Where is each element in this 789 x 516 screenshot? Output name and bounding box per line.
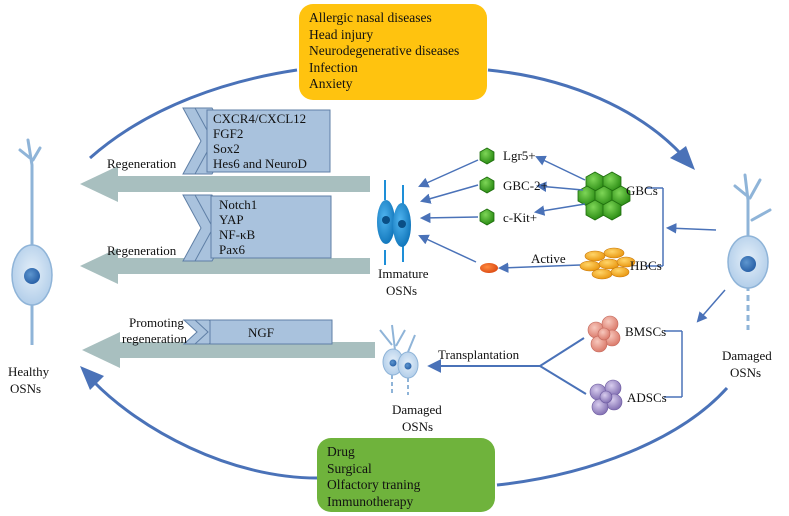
treatment-item: Olfactory traning bbox=[327, 477, 421, 492]
active-label: Active bbox=[531, 251, 566, 266]
big-arrow-2 bbox=[80, 248, 370, 284]
damaged-center-label-1: Damaged bbox=[392, 402, 442, 417]
marker-cell-lgr5 bbox=[479, 147, 495, 165]
immature-cells-illustration bbox=[377, 180, 411, 265]
transplantation-arrows bbox=[427, 337, 587, 395]
damaged-right-label-1: Damaged bbox=[722, 348, 772, 363]
damaged-center-label-2: OSNs bbox=[402, 419, 434, 434]
hbcs-label: HBCs bbox=[630, 258, 662, 273]
healthy-label-2: OSNs bbox=[10, 381, 42, 396]
pathway1-factors: CXCR4/CXCL12 FGF2 Sox2 Hes6 and NeuroD bbox=[213, 111, 307, 171]
treatment-item: Immunotherapy bbox=[327, 493, 414, 509]
marker-label-lgr5: Lgr5+ bbox=[503, 148, 536, 163]
factor-label: NF-κB bbox=[219, 227, 256, 242]
transplantation-label: Transplantation bbox=[438, 347, 520, 362]
causes-box: Allergic nasal diseases Head injury Neur… bbox=[299, 4, 487, 100]
cycle-arc-bottom-left bbox=[90, 378, 318, 480]
treatment-item: Surgical bbox=[327, 460, 372, 476]
pathway2-factors: Notch1 YAP NF-κB Pax6 bbox=[219, 197, 257, 257]
factor-label: Sox2 bbox=[213, 141, 240, 156]
bmscs-label: BMSCs bbox=[625, 324, 667, 339]
adscs-label: ADSCs bbox=[627, 390, 667, 405]
factor-label: CXCR4/CXCL12 bbox=[213, 111, 307, 126]
cause-item: Infection bbox=[309, 59, 358, 75]
hbc-cluster-illustration bbox=[579, 247, 636, 280]
small-arrows bbox=[418, 155, 726, 398]
damaged-neurons-center-illustration bbox=[379, 324, 419, 395]
factor-label: Pax6 bbox=[219, 242, 245, 257]
marker-label-ckit: c-Kit+ bbox=[503, 210, 538, 225]
damaged-neuron-right-illustration bbox=[727, 173, 772, 330]
promoting-regeneration-label-1: Promoting bbox=[129, 315, 184, 330]
factor-label: YAP bbox=[219, 212, 244, 227]
treatments-box: Drug Surgical Olfactory traning Immunoth… bbox=[317, 438, 495, 512]
immature-label-1: Immature bbox=[378, 266, 429, 281]
pathway3-factor: NGF bbox=[248, 325, 275, 340]
factor-label: FGF2 bbox=[213, 126, 244, 141]
cycle-arrowhead-bottom-left bbox=[80, 366, 104, 390]
gbc-cluster-illustration bbox=[577, 171, 631, 221]
factor-label: Notch1 bbox=[219, 197, 258, 212]
treatment-item: Drug bbox=[327, 444, 355, 459]
factor-box-3 bbox=[182, 319, 333, 345]
factor-label: Hes6 and NeuroD bbox=[213, 156, 307, 171]
cause-item: Allergic nasal diseases bbox=[309, 10, 432, 25]
active-hbc-cell bbox=[480, 263, 498, 273]
big-arrow-3 bbox=[82, 332, 375, 368]
bmsc-cluster-illustration bbox=[587, 315, 621, 353]
cause-item: Neurodegenerative diseases bbox=[309, 43, 460, 58]
marker-label-gbc2: GBC-2+ bbox=[503, 178, 548, 193]
healthy-label-1: Healthy bbox=[8, 364, 50, 379]
immature-label-2: OSNs bbox=[386, 283, 418, 298]
big-arrow-1 bbox=[80, 166, 370, 202]
cycle-arrowhead-top-right bbox=[670, 146, 695, 170]
regeneration-label-1: Regeneration bbox=[107, 156, 177, 171]
cycle-arc-bottom-right bbox=[496, 386, 729, 487]
adsc-cluster-illustration bbox=[589, 379, 623, 416]
marker-cell-gbc2 bbox=[479, 176, 495, 194]
cycle-arc-top-right bbox=[487, 68, 684, 157]
cause-item: Head injury bbox=[309, 26, 374, 42]
healthy-neuron-illustration bbox=[11, 138, 53, 345]
marker-cell-ckit bbox=[479, 208, 495, 226]
gbcs-label: GBCs bbox=[626, 183, 658, 198]
cause-item: Anxiety bbox=[309, 76, 353, 91]
factor-box-2 bbox=[182, 194, 332, 262]
damaged-right-label-2: OSNs bbox=[730, 365, 762, 380]
factor-box-1 bbox=[182, 107, 331, 175]
regeneration-label-2: Regeneration bbox=[107, 243, 177, 258]
cycle-arc-top-left bbox=[89, 68, 298, 160]
promoting-regeneration-label-2: regeneration bbox=[122, 331, 187, 346]
